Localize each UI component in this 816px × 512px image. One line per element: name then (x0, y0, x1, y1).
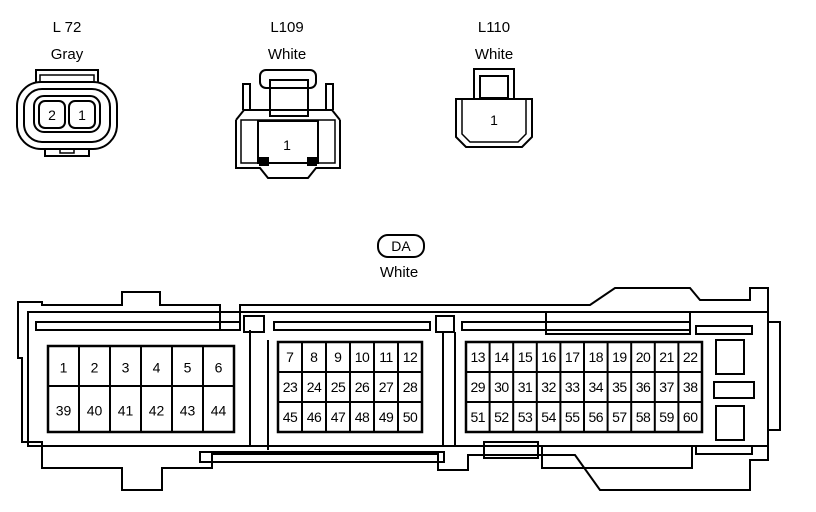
da-pin-6: 6 (215, 360, 223, 376)
da-pin-19: 19 (612, 349, 627, 365)
da-pin-33: 33 (565, 379, 580, 395)
da-pin-29: 29 (471, 379, 486, 395)
da-pin-35: 35 (612, 379, 627, 395)
da-code-badge: DA (377, 234, 425, 258)
da-pin-48: 48 (355, 409, 370, 425)
da-pin-59: 59 (659, 409, 674, 425)
l72-color-label: Gray (50, 46, 84, 63)
da-pin-53: 53 (518, 409, 533, 425)
da-pin-49: 49 (379, 409, 394, 425)
da-pin-54: 54 (541, 409, 556, 425)
l72-pin-2: 2 (48, 107, 56, 123)
da-pin-43: 43 (180, 403, 196, 419)
da-pin-20: 20 (636, 349, 651, 365)
da-pin-34: 34 (589, 379, 604, 395)
da-pin-14: 14 (494, 349, 509, 365)
da-pin-47: 47 (331, 409, 346, 425)
da-pin-3: 3 (122, 360, 130, 376)
da-pin-13: 13 (471, 349, 486, 365)
da-block-a-grid (46, 344, 236, 434)
da-pin-24: 24 (307, 379, 322, 395)
da-pin-28: 28 (403, 379, 418, 395)
da-pin-21: 21 (659, 349, 674, 365)
da-pin-8: 8 (310, 349, 318, 365)
da-pin-4: 4 (153, 360, 161, 376)
da-pin-31: 31 (518, 379, 533, 395)
da-pin-37: 37 (659, 379, 674, 395)
da-connector-housing (17, 287, 781, 491)
da-pin-46: 46 (307, 409, 322, 425)
da-pin-38: 38 (683, 379, 698, 395)
da-pin-32: 32 (541, 379, 556, 395)
da-pin-36: 36 (636, 379, 651, 395)
da-block-c-grid (464, 340, 704, 434)
da-pin-30: 30 (494, 379, 509, 395)
da-pin-16: 16 (541, 349, 556, 365)
da-pin-41: 41 (118, 403, 134, 419)
da-pin-40: 40 (87, 403, 103, 419)
da-pin-1: 1 (60, 360, 68, 376)
da-pin-45: 45 (283, 409, 298, 425)
da-pin-58: 58 (636, 409, 651, 425)
l72-code-label: L 72 (52, 19, 82, 36)
da-pin-57: 57 (612, 409, 627, 425)
da-pin-42: 42 (149, 403, 165, 419)
da-pin-11: 11 (379, 349, 393, 365)
da-pin-44: 44 (211, 403, 227, 419)
da-pin-9: 9 (334, 349, 342, 365)
l110-connector (455, 68, 533, 148)
l110-color-label: White (474, 46, 514, 63)
da-pin-27: 27 (379, 379, 394, 395)
da-pin-5: 5 (184, 360, 192, 376)
da-pin-50: 50 (403, 409, 418, 425)
da-pin-15: 15 (518, 349, 533, 365)
da-pin-39: 39 (56, 403, 72, 419)
l109-color-label: White (267, 46, 307, 63)
da-pin-52: 52 (494, 409, 509, 425)
l109-code-label: L109 (270, 19, 304, 36)
da-pin-7: 7 (286, 349, 294, 365)
da-block-b-grid (276, 340, 424, 434)
da-pin-51: 51 (471, 409, 486, 425)
da-pin-22: 22 (683, 349, 698, 365)
l109-connector (235, 69, 341, 179)
da-pin-55: 55 (565, 409, 580, 425)
da-pin-26: 26 (355, 379, 370, 395)
l72-pin-1: 1 (78, 107, 86, 123)
da-pin-18: 18 (589, 349, 604, 365)
da-pin-2: 2 (91, 360, 99, 376)
da-pin-56: 56 (589, 409, 604, 425)
da-color-label: White (379, 264, 419, 281)
da-pin-12: 12 (403, 349, 418, 365)
da-block-a-pins: 1 2 3 4 5 6 39 40 41 42 43 44 (56, 360, 227, 419)
l72-connector (16, 69, 118, 157)
da-block-c-pins: 13 14 15 16 17 18 19 20 21 22 29 30 31 32 33 34 35 36 37 38… (471, 349, 699, 425)
da-pin-10: 10 (355, 349, 370, 365)
da-pin-60: 60 (683, 409, 698, 425)
da-pin-23: 23 (283, 379, 298, 395)
l110-pin-1: 1 (490, 112, 498, 128)
l109-pin-1: 1 (283, 137, 291, 153)
l110-code-label: L110 (477, 19, 511, 36)
da-pin-25: 25 (331, 379, 346, 395)
da-pin-17: 17 (565, 349, 580, 365)
